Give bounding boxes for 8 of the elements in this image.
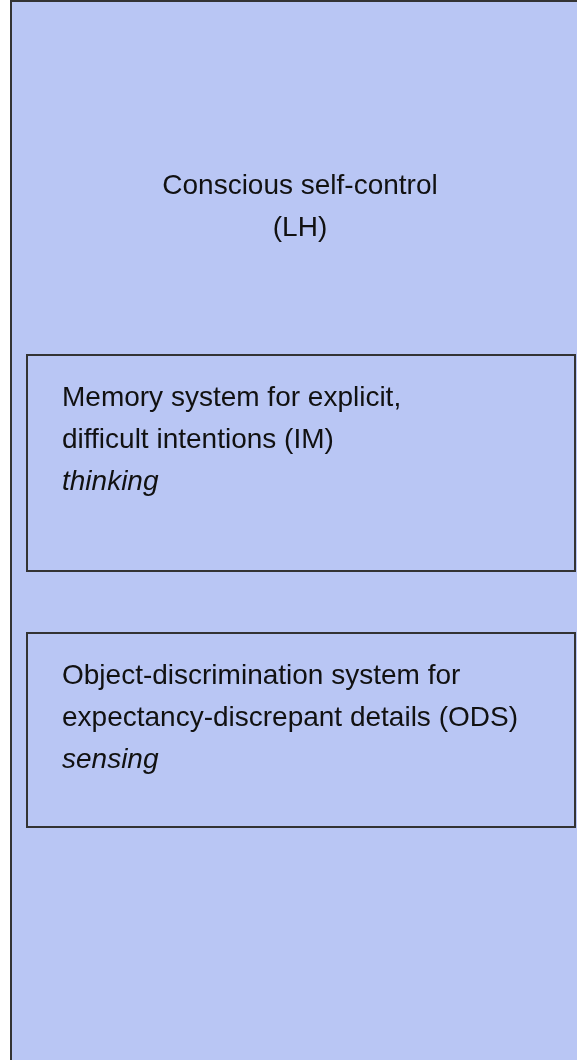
panel-heading: Conscious self-control (LH) [161, 168, 439, 244]
mode-label: sensing [62, 742, 160, 776]
subsystem-box [26, 632, 576, 828]
mode-label: thinking [62, 464, 160, 498]
subsystem-description: Memory system for explicit, difficult intentions (IM) [62, 380, 403, 456]
subsystem-box [26, 354, 576, 572]
system-panel [10, 0, 577, 1060]
subsystem-description: Object-discrimination system for expectancy-discrepant details (ODS) [62, 658, 519, 734]
